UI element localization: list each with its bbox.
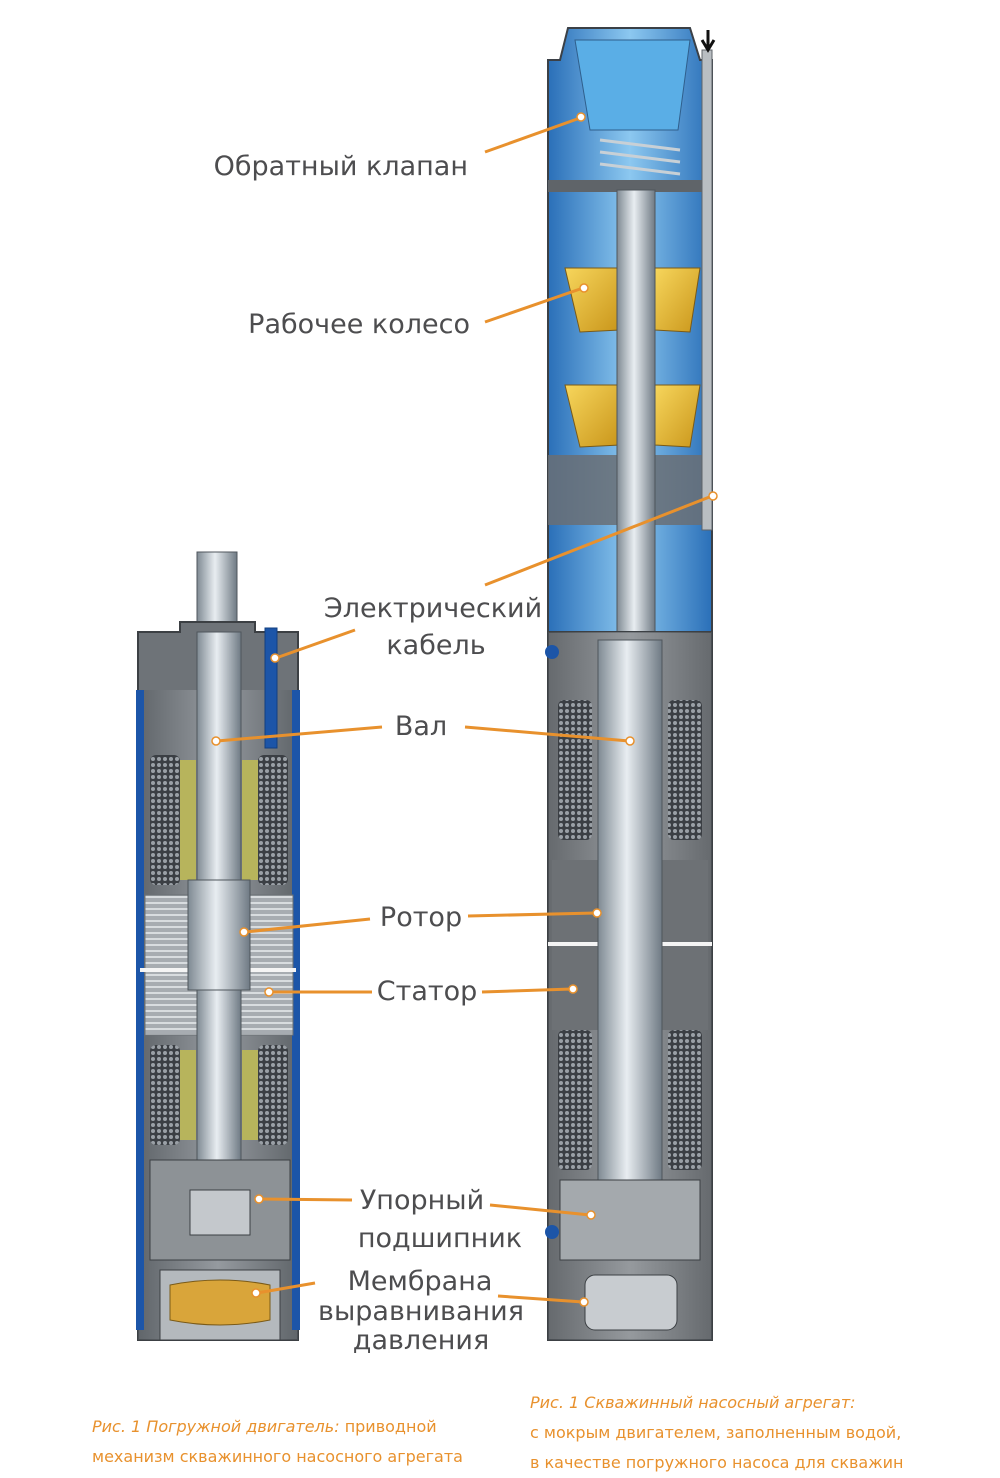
leader-thrust-left <box>259 1197 353 1202</box>
leader-dot-check-valve <box>576 112 586 122</box>
caption-left-text-1: приводной <box>344 1417 437 1436</box>
caption-left-text-2: механизм скважинного насосного агрегата <box>92 1447 463 1466</box>
leader-dot-rotor-right <box>592 908 602 918</box>
leader-dot-thrust-left <box>254 1194 264 1204</box>
leader-thrust-right <box>489 1203 591 1217</box>
leader-membrane-right <box>497 1294 584 1304</box>
leader-dot-impeller <box>579 283 589 293</box>
leader-dot-cable-left <box>270 653 280 663</box>
leader-check-valve <box>484 116 581 154</box>
borehole-pump-unit-illustration <box>545 27 716 1341</box>
label-membrane-line-2: выравнивания <box>318 1296 524 1327</box>
leader-impeller <box>484 286 584 324</box>
leader-shaft-right <box>464 725 630 743</box>
leader-stator-right <box>481 987 573 994</box>
label-membrane-line-3: давления <box>353 1325 489 1356</box>
leader-dot-membrane-right <box>579 1297 589 1307</box>
leader-cable-right <box>484 494 713 587</box>
leader-lines <box>211 112 718 1307</box>
label-stator: Статор <box>377 976 478 1007</box>
label-thrust-bearing-line-1: Упорный <box>360 1185 484 1216</box>
leader-rotor-right <box>467 911 597 918</box>
caption-right: Рис. 1 Скважинный насосный агрегат: с мо… <box>530 1388 970 1478</box>
leader-dot-stator-left <box>264 987 274 997</box>
caption-left-title: Рис. 1 Погружной двигатель: <box>92 1417 340 1436</box>
caption-right-title: Рис. 1 Скважинный насосный агрегат: <box>530 1393 856 1412</box>
label-shaft: Вал <box>395 711 447 742</box>
leader-membrane-left <box>256 1281 316 1295</box>
caption-right-line-2: с мокрым двигателем, заполненным водой, <box>530 1423 902 1442</box>
label-electric-cable-line-1: Электрический <box>324 593 542 624</box>
leader-dot-shaft-left <box>211 736 221 746</box>
label-thrust-bearing-line-2: подшипник <box>358 1223 522 1254</box>
label-check-valve: Обратный клапан <box>214 151 468 182</box>
leader-dot-membrane-left <box>251 1288 261 1298</box>
leader-shaft-left <box>216 725 383 743</box>
leader-dot-cable-right <box>708 491 718 501</box>
leader-dot-shaft-right <box>625 736 635 746</box>
label-impeller: Рабочее колесо <box>248 309 470 340</box>
leader-dot-thrust-right <box>586 1210 596 1220</box>
caption-right-line-3: в качестве погружного насоса для скважин <box>530 1453 904 1472</box>
label-membrane-line-1: Мембрана <box>348 1266 493 1297</box>
leader-cable-left <box>275 628 356 660</box>
submersible-motor-illustration <box>136 551 300 1341</box>
leader-dot-stator-right <box>568 984 578 994</box>
caption-left: Рис. 1 Погружной двигатель: приводной ме… <box>92 1412 492 1472</box>
label-electric-cable-line-2: кабель <box>386 630 485 661</box>
leader-rotor-left <box>244 917 371 934</box>
label-rotor: Ротор <box>380 902 462 933</box>
leader-dot-rotor-left <box>239 927 249 937</box>
